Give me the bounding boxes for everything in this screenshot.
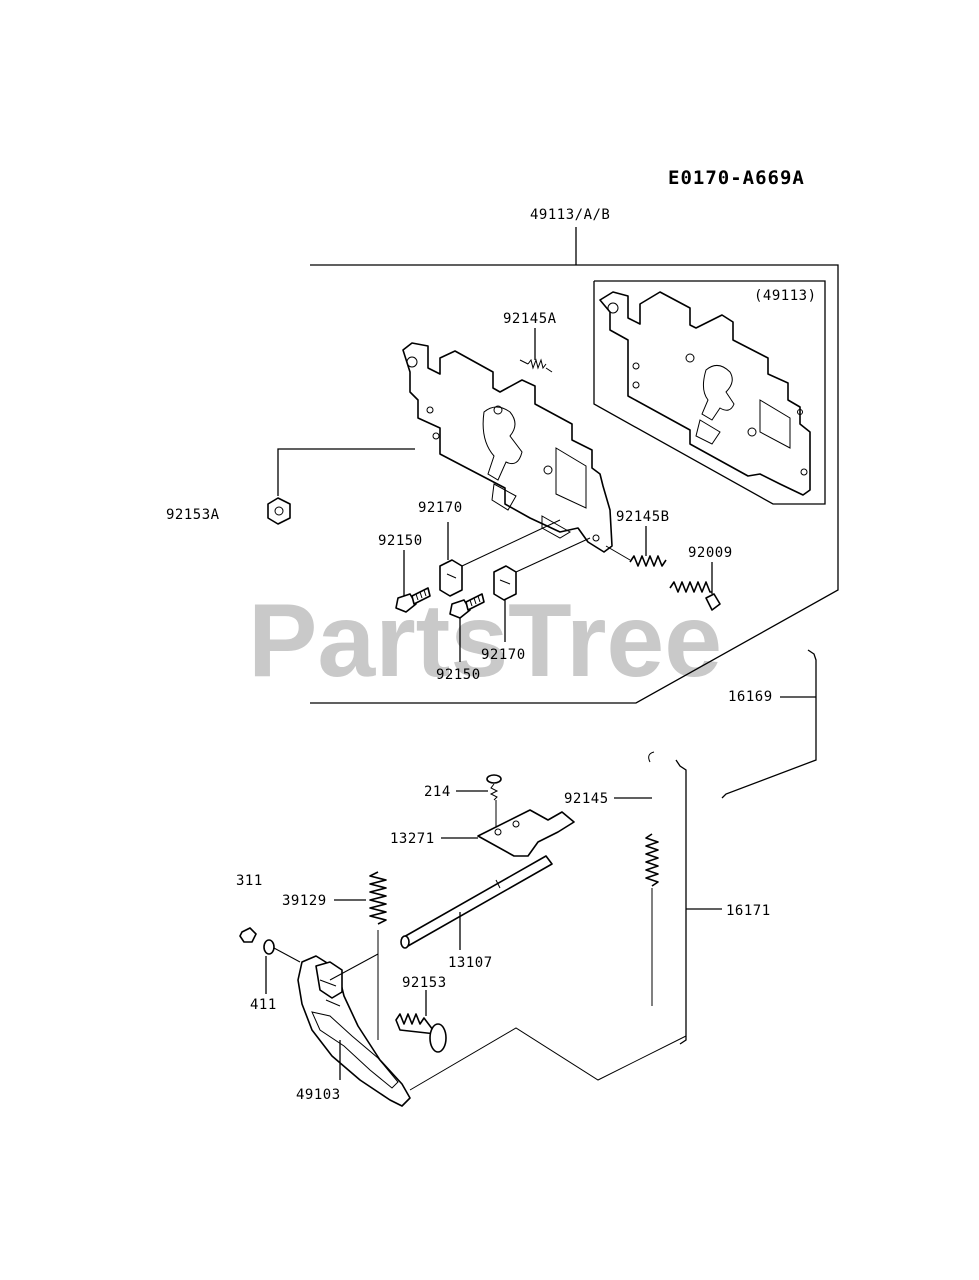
lever-49103	[297, 953, 687, 1107]
rod-16171	[675, 759, 722, 1045]
part-label-92153: 92153	[402, 975, 447, 991]
spring-92145a	[519, 328, 553, 373]
shaft-13107	[400, 855, 553, 950]
clip-92170-right	[493, 537, 591, 642]
governor-plate	[402, 342, 613, 553]
part-label-92170-b: 92170	[481, 647, 526, 663]
part-label-16171: 16171	[726, 903, 771, 919]
part-label-92145: 92145	[564, 791, 609, 807]
part-label-92145b: 92145B	[616, 509, 670, 525]
bolt-92150-left	[395, 550, 431, 613]
assembly-boundary	[310, 227, 839, 704]
part-label-49113ab: 49113/A/B	[530, 207, 610, 223]
nut-411	[239, 927, 301, 994]
part-label-92145a: 92145A	[503, 311, 557, 327]
part-label-16169: 16169	[728, 689, 773, 705]
part-label-311: 311	[236, 873, 263, 889]
spring-92145b	[605, 526, 667, 567]
screw-92009	[669, 562, 721, 611]
part-label-49103: 49103	[296, 1087, 341, 1103]
inset-label: (49113)	[754, 288, 817, 304]
spring-92145	[614, 751, 659, 1006]
part-label-13271: 13271	[390, 831, 435, 847]
watermark-text: PartsTree	[248, 583, 722, 699]
inset-box	[593, 280, 826, 505]
part-label-92150-b: 92150	[436, 667, 481, 683]
spring-39129	[334, 871, 387, 1040]
part-label-92153a: 92153A	[166, 507, 220, 523]
nut-92153a	[267, 448, 415, 525]
part-label-411: 411	[250, 997, 277, 1013]
part-label-92170-a: 92170	[418, 500, 463, 516]
part-label-39129: 39129	[282, 893, 327, 909]
inset-governor-plate	[599, 291, 811, 496]
diagram-code: E0170-A669A	[668, 167, 805, 189]
part-label-214: 214	[424, 784, 451, 800]
part-label-92009: 92009	[688, 545, 733, 561]
clip-92170-left	[439, 519, 561, 597]
rod-16169	[721, 649, 817, 799]
part-label-92150-a: 92150	[378, 533, 423, 549]
bolt-92150-right	[449, 593, 485, 662]
part-label-13107: 13107	[448, 955, 493, 971]
screw-214	[456, 774, 502, 834]
bolt-92153	[395, 990, 447, 1053]
plate-13271	[441, 809, 575, 857]
